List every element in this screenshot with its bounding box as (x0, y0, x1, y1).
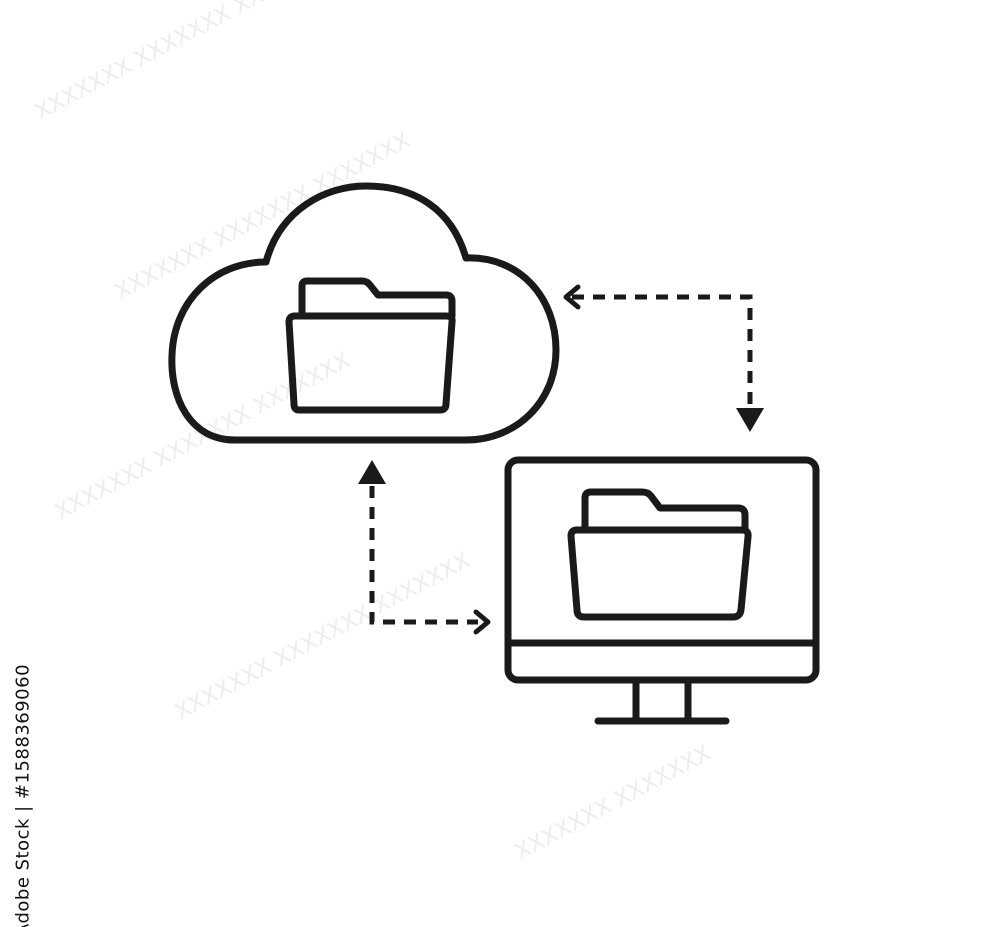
svg-text:XXXXXXX XXXXXXX XXXXXXX: XXXXXXX XXXXXXX XXXXXXX (111, 128, 415, 305)
svg-text:XXXXXXX XXXXXXX XXXXXXX: XXXXXXX XXXXXXX XXXXXXX (171, 548, 475, 725)
monitor-icon (504, 456, 820, 725)
monitor-folder-icon (567, 488, 752, 621)
stock-id-text: Adobe Stock | #1588369060 (12, 663, 34, 927)
watermark-pattern: XXXXXXX XXXXXXX XXXXXXX XXXXXXX XXXXXXX … (31, 0, 715, 865)
stock-id-label: Adobe Stock | #1588369060 (10, 664, 36, 927)
svg-text:XXXXXXX XXXXXXX: XXXXXXX XXXXXXX (511, 741, 715, 865)
cloud-folder-icon (285, 277, 456, 414)
svg-text:XXXXXXX XXXXXXX XXXXXXX: XXXXXXX XXXXXXX XXXXXXX (31, 0, 335, 125)
dashed-arrow-cloud-to-monitor (563, 284, 764, 432)
dashed-arrow-monitor-to-cloud (358, 460, 491, 635)
cloud-icon (168, 182, 560, 444)
